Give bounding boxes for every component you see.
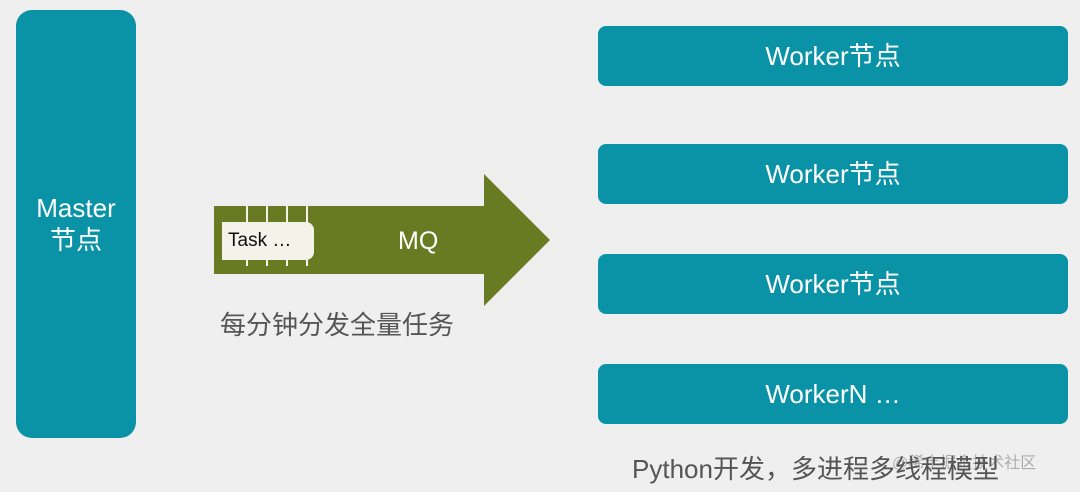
mq-arrow-shape	[214, 174, 550, 306]
dispatch-caption: 每分钟分发全量任务	[220, 310, 455, 340]
master-node-label: Master 节点	[36, 193, 116, 255]
worker-node-label: Worker节点	[765, 41, 901, 71]
mq-label: MQ	[398, 227, 439, 255]
mq-arrow	[214, 174, 550, 306]
worker-node-label: WorkerN …	[765, 379, 901, 409]
worker-node-3: Worker节点	[598, 254, 1068, 314]
worker-node-n: WorkerN …	[598, 364, 1068, 424]
worker-node-2: Worker节点	[598, 144, 1068, 204]
diagram-footer-title: Python开发，多进程多线程模型	[632, 454, 999, 484]
worker-node-label: Worker节点	[765, 159, 901, 189]
task-label: Task …	[228, 230, 292, 251]
worker-node-label: Worker节点	[765, 269, 901, 299]
master-node: Master 节点	[16, 10, 136, 438]
task-queue-box	[222, 222, 314, 260]
worker-node-1: Worker节点	[598, 26, 1068, 86]
mq-arrow-body	[214, 174, 550, 306]
watermark: @稀土掘金技术社区	[892, 455, 1037, 472]
